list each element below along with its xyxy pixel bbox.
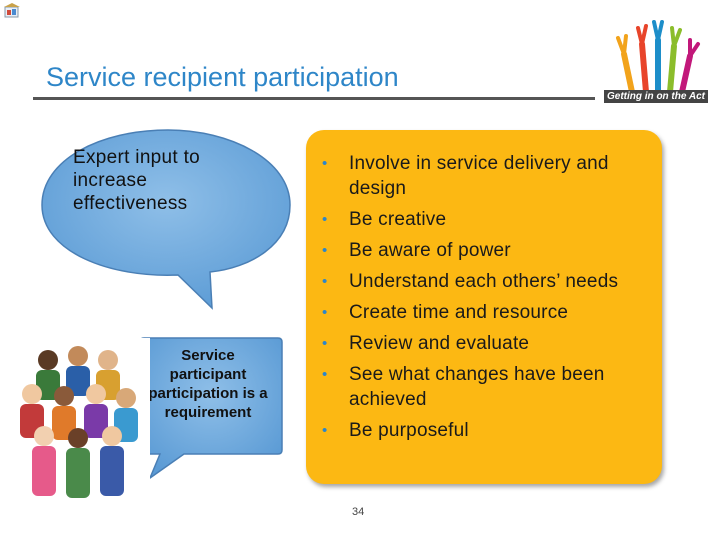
- logo-caption: Getting in on the Act: [604, 90, 708, 103]
- list-item: •Understand each others’ needs: [322, 271, 619, 292]
- page-number: 34: [352, 506, 365, 518]
- bubble-top-text: Expert input to increase effectiveness: [73, 147, 201, 214]
- hands-logo-icon: [616, 20, 700, 95]
- list-item: •Be purposeful: [322, 420, 469, 441]
- list-item: •Involve in service delivery and design: [322, 153, 609, 199]
- bullet-dot-icon: •: [322, 242, 328, 259]
- bullet-dot-icon: •: [322, 335, 328, 352]
- bullet-dot-icon: •: [322, 366, 328, 383]
- title-underline: [33, 97, 595, 100]
- list-item: •Review and evaluate: [322, 333, 530, 354]
- list-item: •Be creative: [322, 209, 447, 230]
- slide-title: Service recipient participation: [46, 62, 399, 92]
- bubble-top: [41, 129, 291, 310]
- bullet-dot-icon: •: [322, 211, 328, 228]
- list-item: •See what changes have been achieved: [322, 364, 605, 410]
- bullet-dot-icon: •: [322, 155, 328, 172]
- bullet-dot-icon: •: [322, 273, 328, 290]
- list-item: •Be aware of power: [322, 240, 511, 261]
- list-item: •Create time and resource: [322, 302, 569, 323]
- bullet-dot-icon: •: [322, 304, 328, 321]
- bullet-dot-icon: •: [322, 422, 328, 439]
- presentation-icon: [4, 3, 20, 18]
- bubble-bottom-text: Service participant participation is a r…: [148, 347, 268, 421]
- key-points-list: •Involve in service delivery and design …: [320, 151, 660, 449]
- key-points-panel: [306, 130, 662, 484]
- children-photo: [8, 338, 150, 510]
